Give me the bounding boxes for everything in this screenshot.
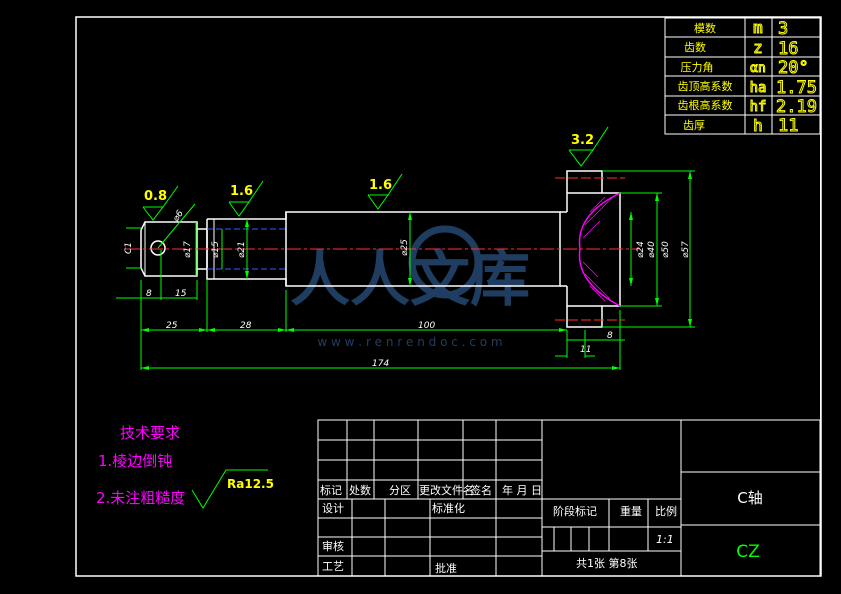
tb-header-sign: 签名 [470, 483, 492, 497]
tb-scale: 1:1 [656, 533, 674, 546]
gear-symbol-z: z [753, 38, 763, 57]
tb-standard: 标准化 [432, 501, 465, 515]
dim-l8b: 8 [607, 331, 613, 341]
dim-c1: C1 [124, 242, 134, 254]
tb-approve: 批准 [435, 561, 457, 575]
gear-value-dedendum: 2.19 [776, 97, 817, 117]
tb-ratio: 比例 [655, 504, 677, 518]
tb-header-count: 处数 [349, 484, 371, 497]
tech-req-title: 技术要求 [120, 424, 180, 442]
dim-d17: ⌀17 [183, 241, 193, 258]
dim-d57: ⌀57 [681, 241, 691, 258]
title-block [317, 419, 821, 577]
tb-header-date: 年 月 日 [502, 483, 542, 497]
dim-l100: 100 [418, 321, 435, 331]
tb-header-mark: 标记 [320, 483, 342, 497]
tb-weight: 重量 [620, 504, 642, 518]
gear-value-addendum: 1.75 [776, 78, 817, 98]
dim-d40: ⌀40 [647, 241, 657, 258]
gear-symbol-m: m [753, 18, 763, 37]
cross-hole [150, 240, 166, 256]
gear-pitch-lines [555, 177, 625, 321]
section-hatch [582, 196, 613, 302]
gear-value-module: 3 [778, 19, 788, 39]
gear-symbol-ha: ha [750, 80, 767, 96]
gear-label-module: 模数 [694, 22, 716, 35]
dim-d24: ⌀24 [636, 241, 646, 258]
roughness-label-ra125: Ra12.5 [227, 477, 274, 491]
gear-label-pressure-angle: 压力角 [681, 61, 714, 74]
dim-l28: 28 [240, 321, 252, 331]
tb-process: 工艺 [322, 560, 344, 573]
gear-label-teeth: 齿数 [684, 41, 706, 54]
gear-value-thickness: 11 [778, 116, 798, 136]
dim-l174: 174 [372, 359, 389, 369]
tb-sheets: 共1张 第8张 [576, 556, 638, 570]
dim-l11: 11 [580, 345, 591, 355]
watermark-url: w w w . r e n r e n d o c . c o m [317, 335, 502, 349]
inner-frame-right-edge [820, 17, 821, 576]
dim-d25: ⌀25 [400, 239, 410, 256]
tb-drawing-code: CZ [736, 542, 760, 562]
gear-value-teeth: 16 [778, 39, 798, 59]
gear-label-dedendum: 齿根高系数 [678, 98, 733, 112]
tb-header-docno: 更改文件名 [419, 483, 474, 497]
roughness-label-16b: 1.6 [369, 178, 392, 193]
dim-l8: 8 [146, 289, 152, 299]
dim-d15: ⌀15 [211, 241, 221, 258]
roughness-label-32: 3.2 [571, 133, 594, 148]
gear-symbol-h: h [753, 116, 763, 135]
dim-l25: 25 [166, 321, 178, 331]
dim-d50: ⌀50 [661, 241, 671, 258]
watermark-logo [408, 225, 482, 299]
dim-l15: 15 [175, 289, 187, 299]
roughness-symbols [142, 126, 609, 509]
tb-design: 设计 [322, 502, 344, 515]
gear-parameter-table [664, 17, 821, 135]
gear-label-addendum: 齿顶高系数 [678, 79, 733, 93]
roughness-label-08: 0.8 [144, 189, 167, 204]
tb-part-name: C轴 [737, 489, 762, 507]
tech-req-item1: 1.棱边倒钝 [98, 452, 172, 470]
gear-symbol-alpha: αn [750, 61, 766, 76]
gear-symbol-hf: hf [750, 99, 767, 115]
tb-review: 审核 [322, 539, 344, 553]
dimension-arrows [141, 171, 692, 370]
dim-d21: ⌀21 [237, 241, 247, 258]
tb-stage: 阶段标记 [553, 504, 597, 518]
tb-header-zone: 分区 [389, 484, 411, 497]
gear-label-thickness: 齿厚 [683, 119, 705, 132]
roughness-label-16a: 1.6 [230, 184, 253, 199]
tech-req-item2: 2.未注粗糙度 [96, 489, 185, 507]
gear-value-pressure-angle: 20° [778, 58, 809, 78]
